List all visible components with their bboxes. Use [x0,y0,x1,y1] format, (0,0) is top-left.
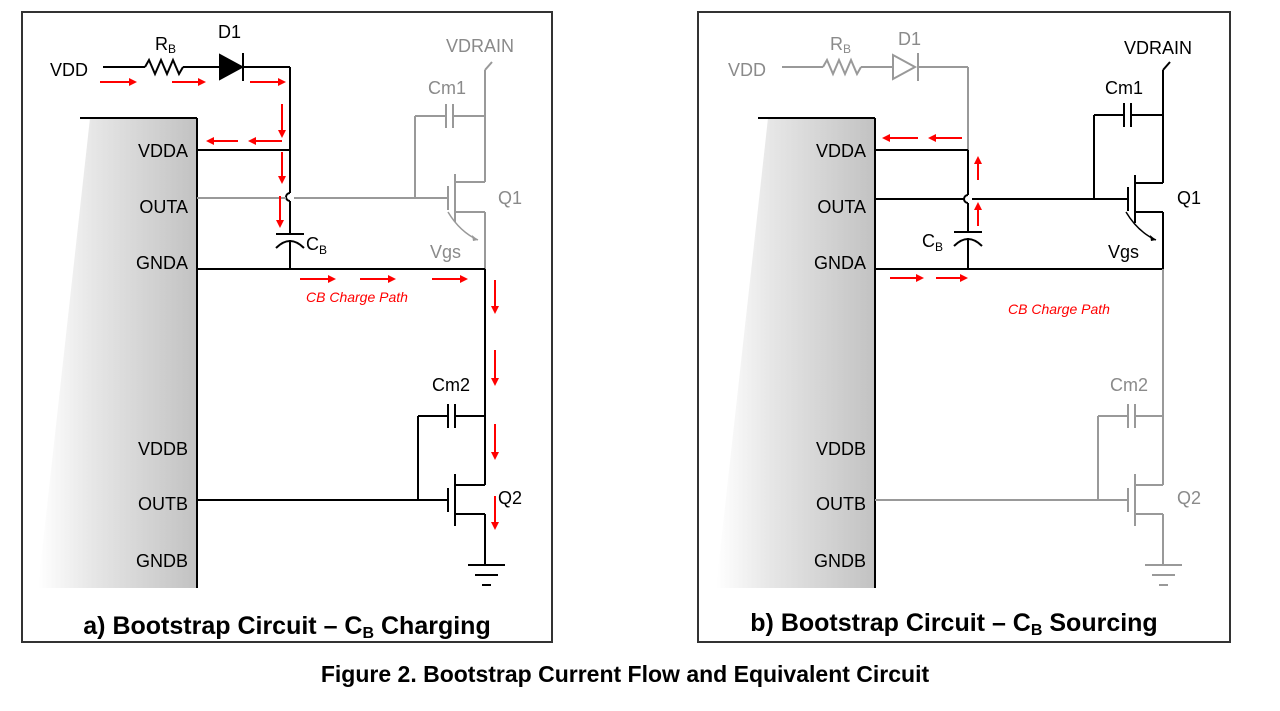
cb-label: CB [922,231,943,254]
q1-label: Q1 [498,188,522,208]
cm2-label: Cm2 [432,375,470,395]
pin-gnda: GNDA [814,253,866,273]
panel-a: VDDA OUTA GNDA VDDB OUTB GNDB VDD RB D1 [21,11,553,643]
panel-a-chip: VDDA OUTA GNDA VDDB OUTB GNDB [38,117,198,588]
pin-gnda: GNDA [136,253,188,273]
pin-gndb: GNDB [136,551,188,571]
pin-outb: OUTB [138,494,188,514]
panel-b-caption: b) Bootstrap Circuit – CB Sourcing [750,609,1157,639]
vdd-label: VDD [728,60,766,80]
panel-a-cb [275,233,305,269]
pin-vdda: VDDA [138,141,188,161]
pin-gndb: GNDB [814,551,866,571]
chip-body [38,118,197,588]
pin-vdda: VDDA [816,141,866,161]
panel-a-current-arrows [100,78,499,530]
panel-a-vdd-path: VDD [50,53,291,234]
vdrain-label: VDRAIN [446,36,514,56]
vdd-label: VDD [50,60,88,80]
charge-path-label: CB Charge Path [1008,301,1110,317]
vgs-arrow-icon [472,235,478,241]
panel-b-q1-path [875,61,1171,270]
rb-label: RB [155,34,176,56]
charge-path-label: CB Charge Path [306,289,408,305]
pin-outa: OUTA [817,197,866,217]
vgs-arrow-icon [1150,235,1156,241]
cm1-label: Cm1 [428,78,466,98]
diode-d1 [219,53,245,81]
figure-caption: Figure 2. Bootstrap Current Flow and Equ… [321,661,930,687]
pin-vddb: VDDB [138,439,188,459]
cm1-label: Cm1 [1105,78,1143,98]
cm2-label: Cm2 [1110,375,1148,395]
panel-a-q2-path [197,268,505,586]
panel-b-frame [697,11,1231,643]
vdrain-label: VDRAIN [1124,38,1192,58]
pin-outa: OUTA [139,197,188,217]
panel-b-current-arrows [882,134,982,282]
d1-label: D1 [898,29,921,49]
panel-b-chip: VDDA OUTA GNDA VDDB OUTB GNDB [716,117,876,588]
panel-a-caption: a) Bootstrap Circuit – CB Charging [83,612,490,642]
resistor-rb [144,57,184,77]
q2-label: Q2 [1177,488,1201,508]
q1-label: Q1 [1177,188,1201,208]
panel-a-q1-path [197,61,493,269]
diode-d1 [892,53,918,81]
vgs-label: Vgs [430,242,461,262]
panel-b-vdd-path [782,53,969,150]
q2-label: Q2 [498,488,522,508]
vgs-label: Vgs [1108,242,1139,262]
pin-outb: OUTB [816,494,866,514]
panel-b: VDDA OUTA GNDA VDDB OUTB GNDB VDD RB D1 [697,11,1231,643]
chip-body [716,118,875,588]
d1-label: D1 [218,22,241,42]
pin-vddb: VDDB [816,439,866,459]
cb-label: CB [306,234,327,257]
panel-a-frame [21,11,553,643]
panel-b-q2-path [875,269,1182,586]
resistor-rb [822,57,862,77]
rb-label: RB [830,34,851,56]
